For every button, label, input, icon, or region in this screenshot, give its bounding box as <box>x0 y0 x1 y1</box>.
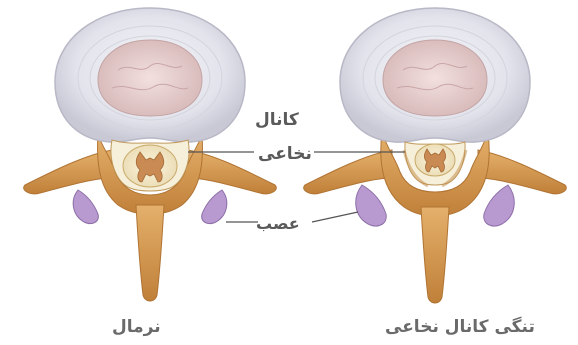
spinous-process <box>421 207 449 303</box>
stenosis-caption: تنگی کانال نخاعی <box>385 317 535 337</box>
stenosis-vertebra <box>304 8 567 303</box>
spinal-canal-label-line1: کانال <box>255 110 299 130</box>
nucleus-pulposus <box>383 40 487 116</box>
right-transverse-process <box>478 150 566 194</box>
normal-caption: نرمال <box>112 317 161 337</box>
right-facet-joint <box>202 190 227 224</box>
spinous-process <box>136 205 164 301</box>
nerve-label: عصب <box>256 214 300 233</box>
nerve-pointer-right <box>312 212 358 222</box>
normal-vertebra <box>24 8 277 301</box>
spinal-canal-label-line2: نخاعی <box>258 144 312 164</box>
left-transverse-process <box>304 150 392 194</box>
nucleus-pulposus <box>98 40 202 116</box>
left-facet-joint <box>73 190 98 224</box>
left-facet-joint <box>356 185 387 226</box>
right-facet-joint <box>484 185 515 226</box>
